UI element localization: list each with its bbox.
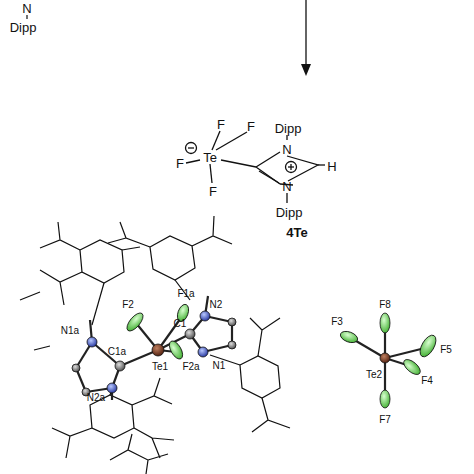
atom-label: F7 xyxy=(379,415,391,425)
atom-label: N1 xyxy=(213,361,226,371)
atom-label: F2a xyxy=(182,362,199,372)
atom-label: N xyxy=(22,2,31,15)
atom-label: N2a xyxy=(87,393,105,403)
atom-label: C1 xyxy=(174,319,187,329)
atom-label: N xyxy=(282,180,291,193)
atom-label: N1a xyxy=(61,326,79,336)
atom-label: F2 xyxy=(122,300,134,310)
structure-4te xyxy=(186,131,326,203)
atom-label: Te1 xyxy=(152,362,168,372)
atom-label: F xyxy=(247,120,255,133)
atom-label: F8 xyxy=(379,300,391,310)
atom-label: Dipp xyxy=(275,122,302,135)
dipp-wireframe xyxy=(20,216,290,474)
atom-label: Dipp xyxy=(10,21,37,34)
atom-label: F xyxy=(217,118,225,131)
atom-label: F1a xyxy=(177,289,194,299)
bond xyxy=(26,15,27,19)
atom-label: Te2 xyxy=(366,370,382,380)
bonds xyxy=(76,296,425,400)
atom-label: F xyxy=(209,185,217,198)
atom-label: F xyxy=(176,157,184,170)
atom-label: F3 xyxy=(331,317,343,327)
atom-label: F5 xyxy=(440,345,452,355)
atom-label: 4Te xyxy=(286,226,307,239)
atoms xyxy=(72,303,439,408)
atom-label: Te xyxy=(203,151,217,164)
atom-label: N xyxy=(282,143,291,156)
atom-label: H xyxy=(327,160,336,173)
reaction-arrow xyxy=(301,0,311,76)
atom-label: F4 xyxy=(421,376,433,386)
atom-label: C1a xyxy=(108,347,126,357)
atom-label: N2 xyxy=(210,300,223,310)
atom-label: Dipp xyxy=(276,206,303,219)
